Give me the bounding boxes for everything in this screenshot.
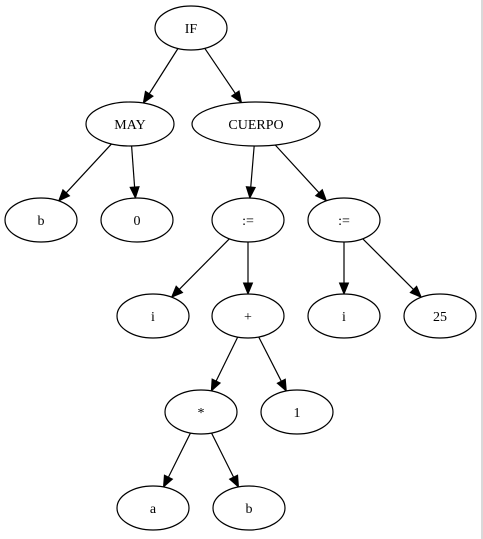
node-ellipse xyxy=(307,293,381,339)
node-cuerpo: CUERPO xyxy=(191,101,321,147)
node-label: i xyxy=(342,310,346,325)
arrowhead-icon xyxy=(242,282,254,296)
node-ellipse xyxy=(260,389,334,435)
edge-layer xyxy=(57,47,423,489)
node-a: a xyxy=(116,485,190,531)
edge-cuerpo-to-assign1 xyxy=(245,145,257,200)
node-ellipse xyxy=(211,197,285,243)
edge-line xyxy=(274,144,320,194)
node-zero: 0 xyxy=(100,197,174,243)
node-ellipse xyxy=(212,485,286,531)
arrowhead-icon xyxy=(228,474,240,489)
node-label: * xyxy=(198,406,205,421)
node-label: MAY xyxy=(114,118,145,133)
arrowhead-icon xyxy=(245,186,257,200)
node-label: := xyxy=(242,214,254,229)
arrowhead-icon xyxy=(276,378,287,393)
node-i2: i xyxy=(307,293,381,339)
node-layer: IF MAY CUERPO b 0 := := i + i 25 * 1 a b xyxy=(4,5,477,531)
node-label: IF xyxy=(185,22,198,37)
edge-may-to-b1 xyxy=(57,143,112,202)
edge-plus-to-mul xyxy=(210,336,239,393)
node-ellipse xyxy=(85,101,175,147)
node-ellipse xyxy=(403,293,477,339)
node-label: 0 xyxy=(134,214,141,229)
edge-line xyxy=(148,48,179,95)
edge-if-to-cuerpo xyxy=(204,47,243,104)
node-ellipse xyxy=(191,101,321,147)
node-assign1: := xyxy=(211,197,285,243)
node-ellipse xyxy=(4,197,78,243)
edge-assign2-to-i2 xyxy=(338,242,350,296)
node-ellipse xyxy=(116,485,190,531)
arrowhead-icon xyxy=(129,186,140,200)
arrowhead-icon xyxy=(210,378,222,393)
node-one: 1 xyxy=(260,389,334,435)
edge-mul-to-a xyxy=(162,432,192,489)
node-n25: 25 xyxy=(403,293,477,339)
edge-may-to-zero xyxy=(129,145,140,200)
edge-assign1-to-i1 xyxy=(170,238,230,299)
right-border xyxy=(481,0,483,539)
node-label: 1 xyxy=(294,406,301,421)
node-ellipse xyxy=(154,5,228,51)
node-b1: b xyxy=(4,197,78,243)
node-mul: * xyxy=(164,389,238,435)
edge-line xyxy=(210,432,235,478)
node-label: b xyxy=(246,502,253,517)
node-ellipse xyxy=(116,293,190,339)
node-ellipse xyxy=(164,389,238,435)
edge-line xyxy=(258,336,282,382)
arrowhead-icon xyxy=(338,282,350,296)
node-if: IF xyxy=(154,5,228,51)
node-i1: i xyxy=(116,293,190,339)
node-plus: + xyxy=(211,293,285,339)
edge-if-to-may xyxy=(142,48,179,105)
arrowhead-icon xyxy=(314,188,328,202)
node-label: i xyxy=(151,310,155,325)
node-label: 25 xyxy=(433,310,447,325)
arrowhead-icon xyxy=(57,188,71,202)
arrowhead-icon xyxy=(142,90,154,105)
edge-mul-to-b2 xyxy=(210,432,240,489)
edge-assign2-to-n25 xyxy=(362,238,423,299)
node-label: + xyxy=(244,310,252,325)
node-ellipse xyxy=(100,197,174,243)
node-b2: b xyxy=(212,485,286,531)
node-label: CUERPO xyxy=(228,118,283,133)
node-may: MAY xyxy=(85,101,175,147)
edge-line xyxy=(65,143,112,194)
edge-line xyxy=(250,145,255,188)
arrowhead-icon xyxy=(230,90,243,104)
edge-assign1-to-plus xyxy=(242,242,254,296)
node-ellipse xyxy=(211,293,285,339)
edge-line xyxy=(167,432,192,478)
node-label: a xyxy=(150,502,157,517)
node-label: := xyxy=(338,214,350,229)
edge-cuerpo-to-assign2 xyxy=(274,144,328,202)
node-assign2: := xyxy=(307,197,381,243)
arrowhead-icon xyxy=(409,285,423,299)
node-ellipse xyxy=(307,197,381,243)
arrowhead-icon xyxy=(162,474,174,489)
edge-line xyxy=(131,145,136,188)
edge-line xyxy=(178,238,230,290)
edge-line xyxy=(362,238,414,290)
edge-line xyxy=(204,47,236,94)
arrowhead-icon xyxy=(170,285,184,299)
node-label: b xyxy=(38,214,45,229)
edge-line xyxy=(215,336,239,382)
edge-plus-to-one xyxy=(258,336,287,393)
